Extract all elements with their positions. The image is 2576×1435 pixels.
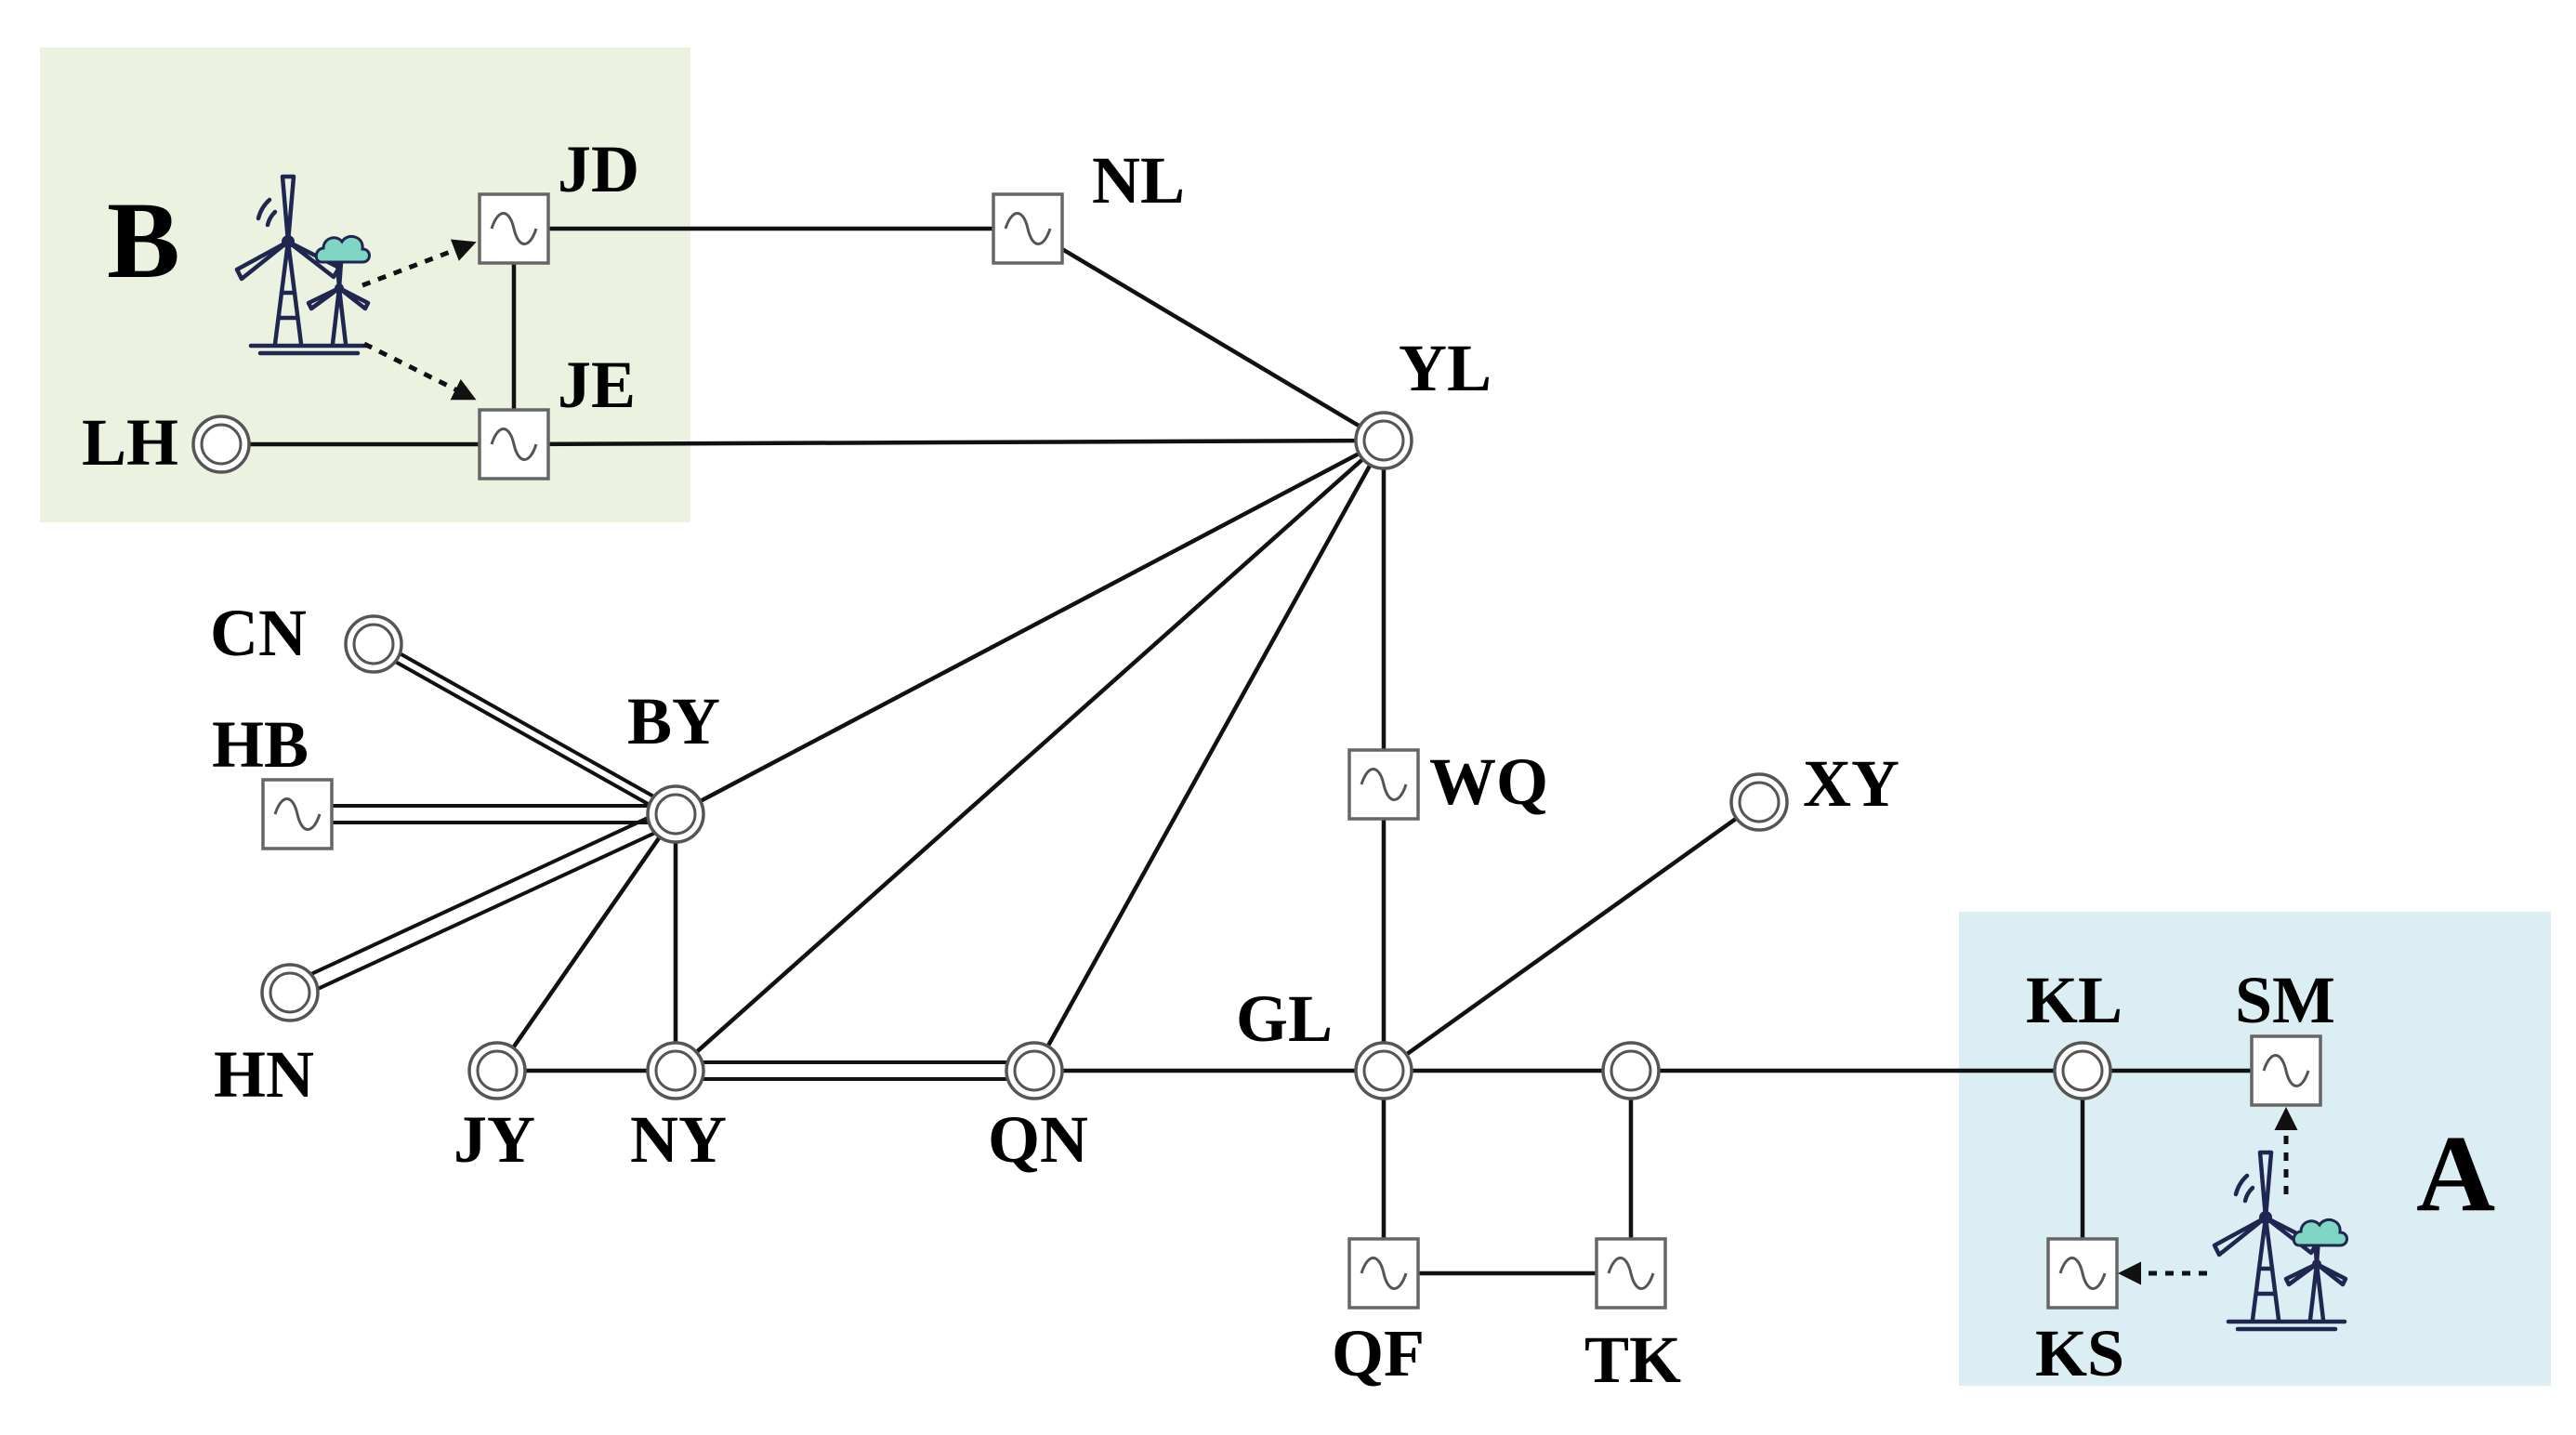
label-nl: NL xyxy=(1092,143,1185,217)
bus-yl xyxy=(1354,411,1413,470)
line-nl-yl xyxy=(1025,226,1387,443)
label-by: BY xyxy=(627,684,720,758)
line-yl-qn xyxy=(1032,438,1387,1073)
line-cn-by-a xyxy=(369,635,673,809)
label-jy: JY xyxy=(453,1102,535,1177)
bus-ny xyxy=(646,1041,705,1100)
line-yl-ny xyxy=(673,438,1387,1073)
wind-farm-a xyxy=(2118,1107,2348,1329)
bus-cn xyxy=(344,614,403,674)
line-cn-by-b xyxy=(376,650,680,823)
bus-gl xyxy=(1354,1041,1413,1100)
label-kl: KL xyxy=(2026,963,2123,1037)
generator-nl xyxy=(992,192,1064,265)
generator-ks xyxy=(2046,1237,2119,1310)
node-labels: JD JE LH NL YL CN HB BY HN JY NY QN WQ X… xyxy=(82,132,2335,1397)
bus-lh xyxy=(191,415,251,474)
generator-jd xyxy=(478,192,550,265)
label-je: JE xyxy=(558,348,636,422)
label-qn: QN xyxy=(988,1102,1088,1177)
label-xy: XY xyxy=(1803,746,1899,821)
label-lh: LH xyxy=(82,405,178,480)
region-b-label: B xyxy=(107,179,180,301)
bus-xy xyxy=(1729,772,1789,832)
generator-je xyxy=(478,408,550,481)
bus-qn xyxy=(1005,1041,1064,1100)
double-transmission-lines xyxy=(286,635,1034,1081)
label-wq: WQ xyxy=(1429,744,1548,819)
label-ks: KS xyxy=(2035,1316,2124,1390)
label-qf: QF xyxy=(1332,1316,1425,1390)
generator-hb xyxy=(261,778,334,850)
generator-wq xyxy=(1347,748,1420,821)
wind-farm-b xyxy=(237,177,477,401)
bus-tk-junction xyxy=(1601,1041,1661,1100)
line-hn-by-a xyxy=(286,805,673,987)
label-hb: HB xyxy=(212,707,309,782)
generator-qf xyxy=(1347,1237,1420,1310)
label-ny: NY xyxy=(630,1102,727,1177)
line-hn-by-b xyxy=(293,820,680,1002)
line-gl-xy xyxy=(1381,799,1762,1073)
label-hn: HN xyxy=(214,1037,314,1112)
bus-jy xyxy=(467,1041,527,1100)
line-yl-by xyxy=(673,438,1387,817)
generator-sm xyxy=(2250,1034,2322,1107)
label-tk: TK xyxy=(1584,1323,1681,1397)
label-yl: YL xyxy=(1399,331,1492,405)
generator-tk xyxy=(1595,1237,1667,1310)
bus-kl xyxy=(2053,1041,2112,1100)
line-je-yl xyxy=(511,438,1387,447)
label-cn: CN xyxy=(210,596,307,670)
region-a-label: A xyxy=(2416,1112,2495,1234)
label-gl: GL xyxy=(1236,981,1333,1056)
bus-hn xyxy=(260,963,320,1022)
bus-by xyxy=(646,784,705,844)
label-jd: JD xyxy=(558,132,639,206)
label-sm: SM xyxy=(2235,963,2335,1037)
arrow-windb-jd xyxy=(361,239,477,288)
arrow-windb-je xyxy=(362,341,477,401)
line-by-jy xyxy=(494,811,678,1073)
